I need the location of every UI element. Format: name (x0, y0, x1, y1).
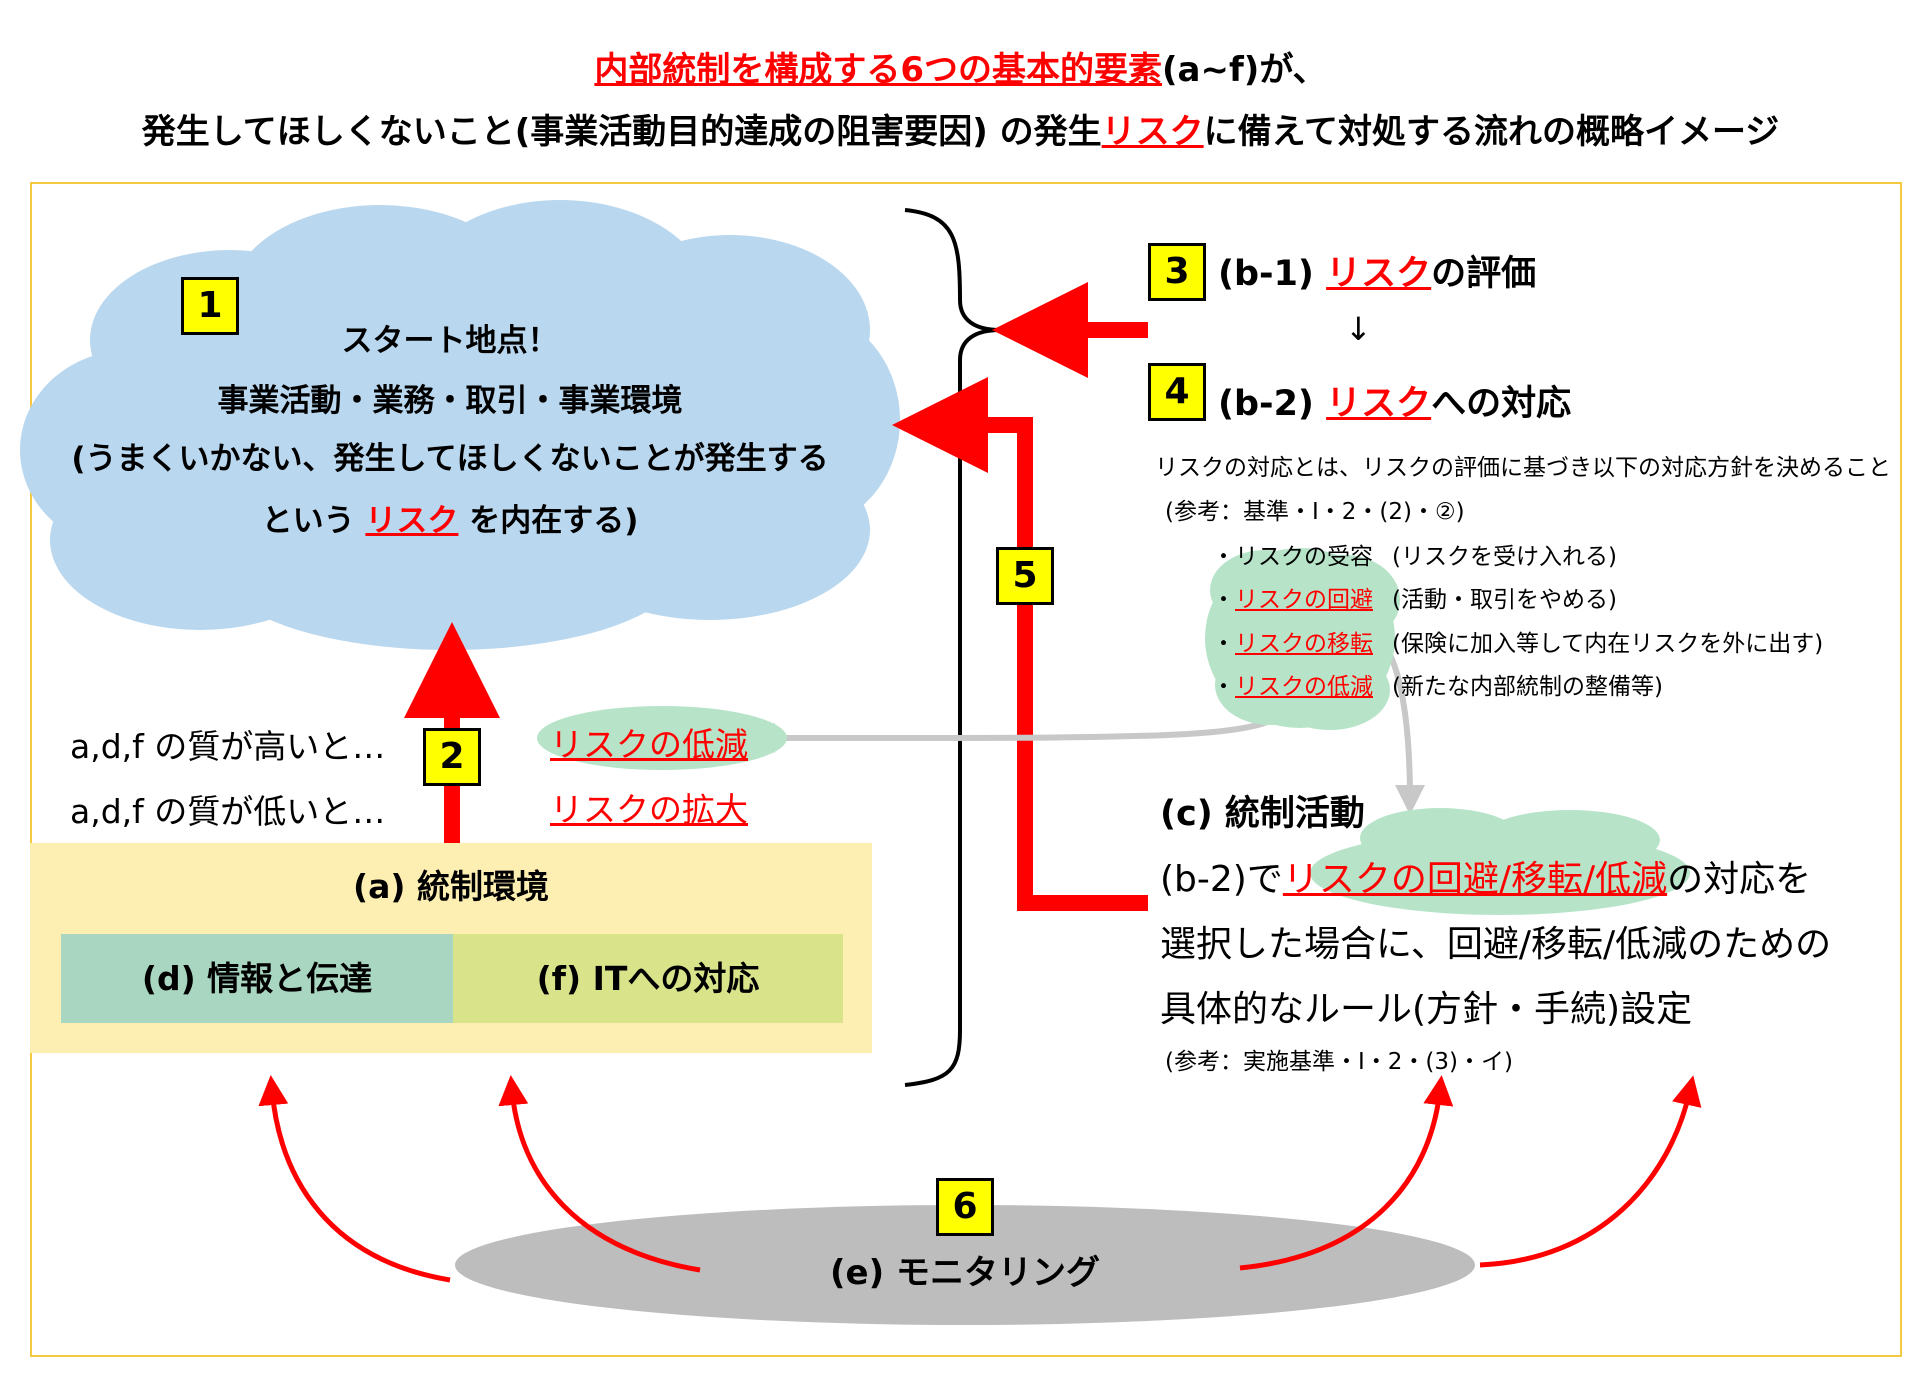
monitor-arrow-3 (1239, 1075, 1454, 1271)
b1-heading: (b-1) リスクの評価 (1218, 245, 1536, 296)
cloud-line1: スタート地点！ (341, 323, 559, 359)
quality-expand: リスクの拡大 (550, 790, 748, 829)
c-heading: (c) 統制活動 (1160, 794, 1365, 834)
monitoring-label: (e) モニタリング (830, 1253, 1100, 1293)
b2-pre: (b-2) (1218, 384, 1327, 424)
cloud-line2: 事業活動・業務・取引・事業環境 (217, 383, 683, 419)
response-desc: リスクの対応とは、リスクの評価に基づき以下の対応方針を決めること (1155, 455, 1891, 481)
b1-post: の評価 (1431, 254, 1537, 294)
title-line1-rest: (a~f)が、 (1162, 50, 1327, 90)
c-line1: (b-2)でリスクの回避/移転/低減の対応を (1160, 850, 1811, 902)
step-6-badge: 6 (936, 1178, 994, 1236)
cloud-line4-post: を内在する) (458, 503, 639, 539)
response-note-avoid: (活動・取引をやめる) (1392, 587, 1617, 613)
c-line1-red: リスクの回避/移転/低減 (1282, 859, 1668, 900)
monitor-arrow-1 (258, 1075, 451, 1283)
step-3-badge: 3 (1148, 243, 1206, 301)
title-line1: 内部統制を構成する6つの基本的要素(a~f)が、 (0, 42, 1921, 91)
cloud-line4-pre: という (261, 503, 366, 539)
response-note-transfer: (保険に加入等して内在リスクを外に出す) (1392, 631, 1824, 657)
info-communication-box: (d) 情報と伝達 (61, 934, 453, 1023)
step-4-badge: 4 (1148, 363, 1206, 421)
start-cloud (20, 200, 900, 650)
response-item-accept: ・リスクの受容 (1212, 544, 1373, 570)
b1-pre: (b-1) (1218, 254, 1327, 294)
c-line3: 具体的なルール(方針・手続)設定 (1160, 989, 1693, 1030)
it-response-box: (f) ITへの対応 (453, 934, 843, 1023)
cloud-line3: (うまくいかない、発生してほしくないことが発生する (71, 441, 829, 477)
response-note-accept: (リスクを受け入れる) (1392, 544, 1617, 570)
response-item-reduce: ・リスクの低減 (1212, 674, 1373, 700)
arrow-5 (892, 377, 1148, 911)
down-arrow: ↓ (1345, 310, 1372, 348)
c-line2: 選択した場合に、回避/移転/低減のための (1160, 924, 1832, 965)
control-environment-title: (a) 統制環境 (353, 867, 549, 906)
title-line2-post: に備えて対処する流れの概略イメージ (1203, 112, 1780, 152)
b2-post: への対応 (1431, 384, 1572, 424)
c-line1-post: の対応を (1667, 859, 1812, 900)
monitoring-ellipse (455, 1205, 1475, 1325)
step-2-badge: 2 (423, 728, 481, 786)
green-cloud-response (1205, 548, 1400, 730)
b2-heading: (b-2) リスクへの対応 (1218, 375, 1571, 426)
quality-reduce: リスクの低減 (550, 725, 748, 764)
step-1-badge: 1 (181, 277, 239, 335)
cloud-line4: という リスク を内在する) (20, 495, 880, 540)
diagram-frame (30, 182, 1902, 1357)
monitor-arrow-4 (1479, 1075, 1702, 1268)
response-item-transfer: ・リスクの移転 (1212, 631, 1373, 657)
response-ref: (参考：基準・Ⅰ・2・(2)・②) (1165, 499, 1465, 525)
response-label-reduce: リスクの低減 (1235, 674, 1373, 700)
response-item-avoid: ・リスクの回避 (1212, 587, 1373, 613)
quality-high: a,d,f の質が高いと… (70, 727, 386, 766)
right-brace (904, 208, 1001, 1087)
cloud-line4-red: リスク (365, 503, 459, 539)
b1-red: リスク (1326, 254, 1432, 294)
title-line2-pre: 発生してほしくないこと(事業活動目的達成の阻害要因) の発生 (141, 112, 1102, 152)
c-ref: (参考：実施基準・Ⅰ・2・(3)・イ) (1165, 1049, 1513, 1075)
title-line2-red: リスク (1101, 112, 1204, 152)
response-note-reduce: (新たな内部統制の整備等) (1392, 674, 1663, 700)
response-label-transfer: リスクの移転 (1235, 631, 1373, 657)
c-line1-pre: (b-2)で (1160, 859, 1283, 900)
title-line2: 発生してほしくないこと(事業活動目的達成の阻害要因) の発生リスクに備えて対処す… (0, 104, 1921, 153)
quality-low: a,d,f の質が低いと… (70, 792, 386, 831)
response-label-avoid: リスクの回避 (1235, 587, 1373, 613)
monitor-arrow-2 (498, 1075, 701, 1273)
b2-red: リスク (1326, 384, 1432, 424)
title-line1-red: 内部統制を構成する6つの基本的要素 (594, 50, 1163, 90)
step-5-badge: 5 (996, 547, 1054, 605)
green-hl-reduce (537, 706, 787, 770)
green-cloud-c (1310, 808, 1690, 915)
